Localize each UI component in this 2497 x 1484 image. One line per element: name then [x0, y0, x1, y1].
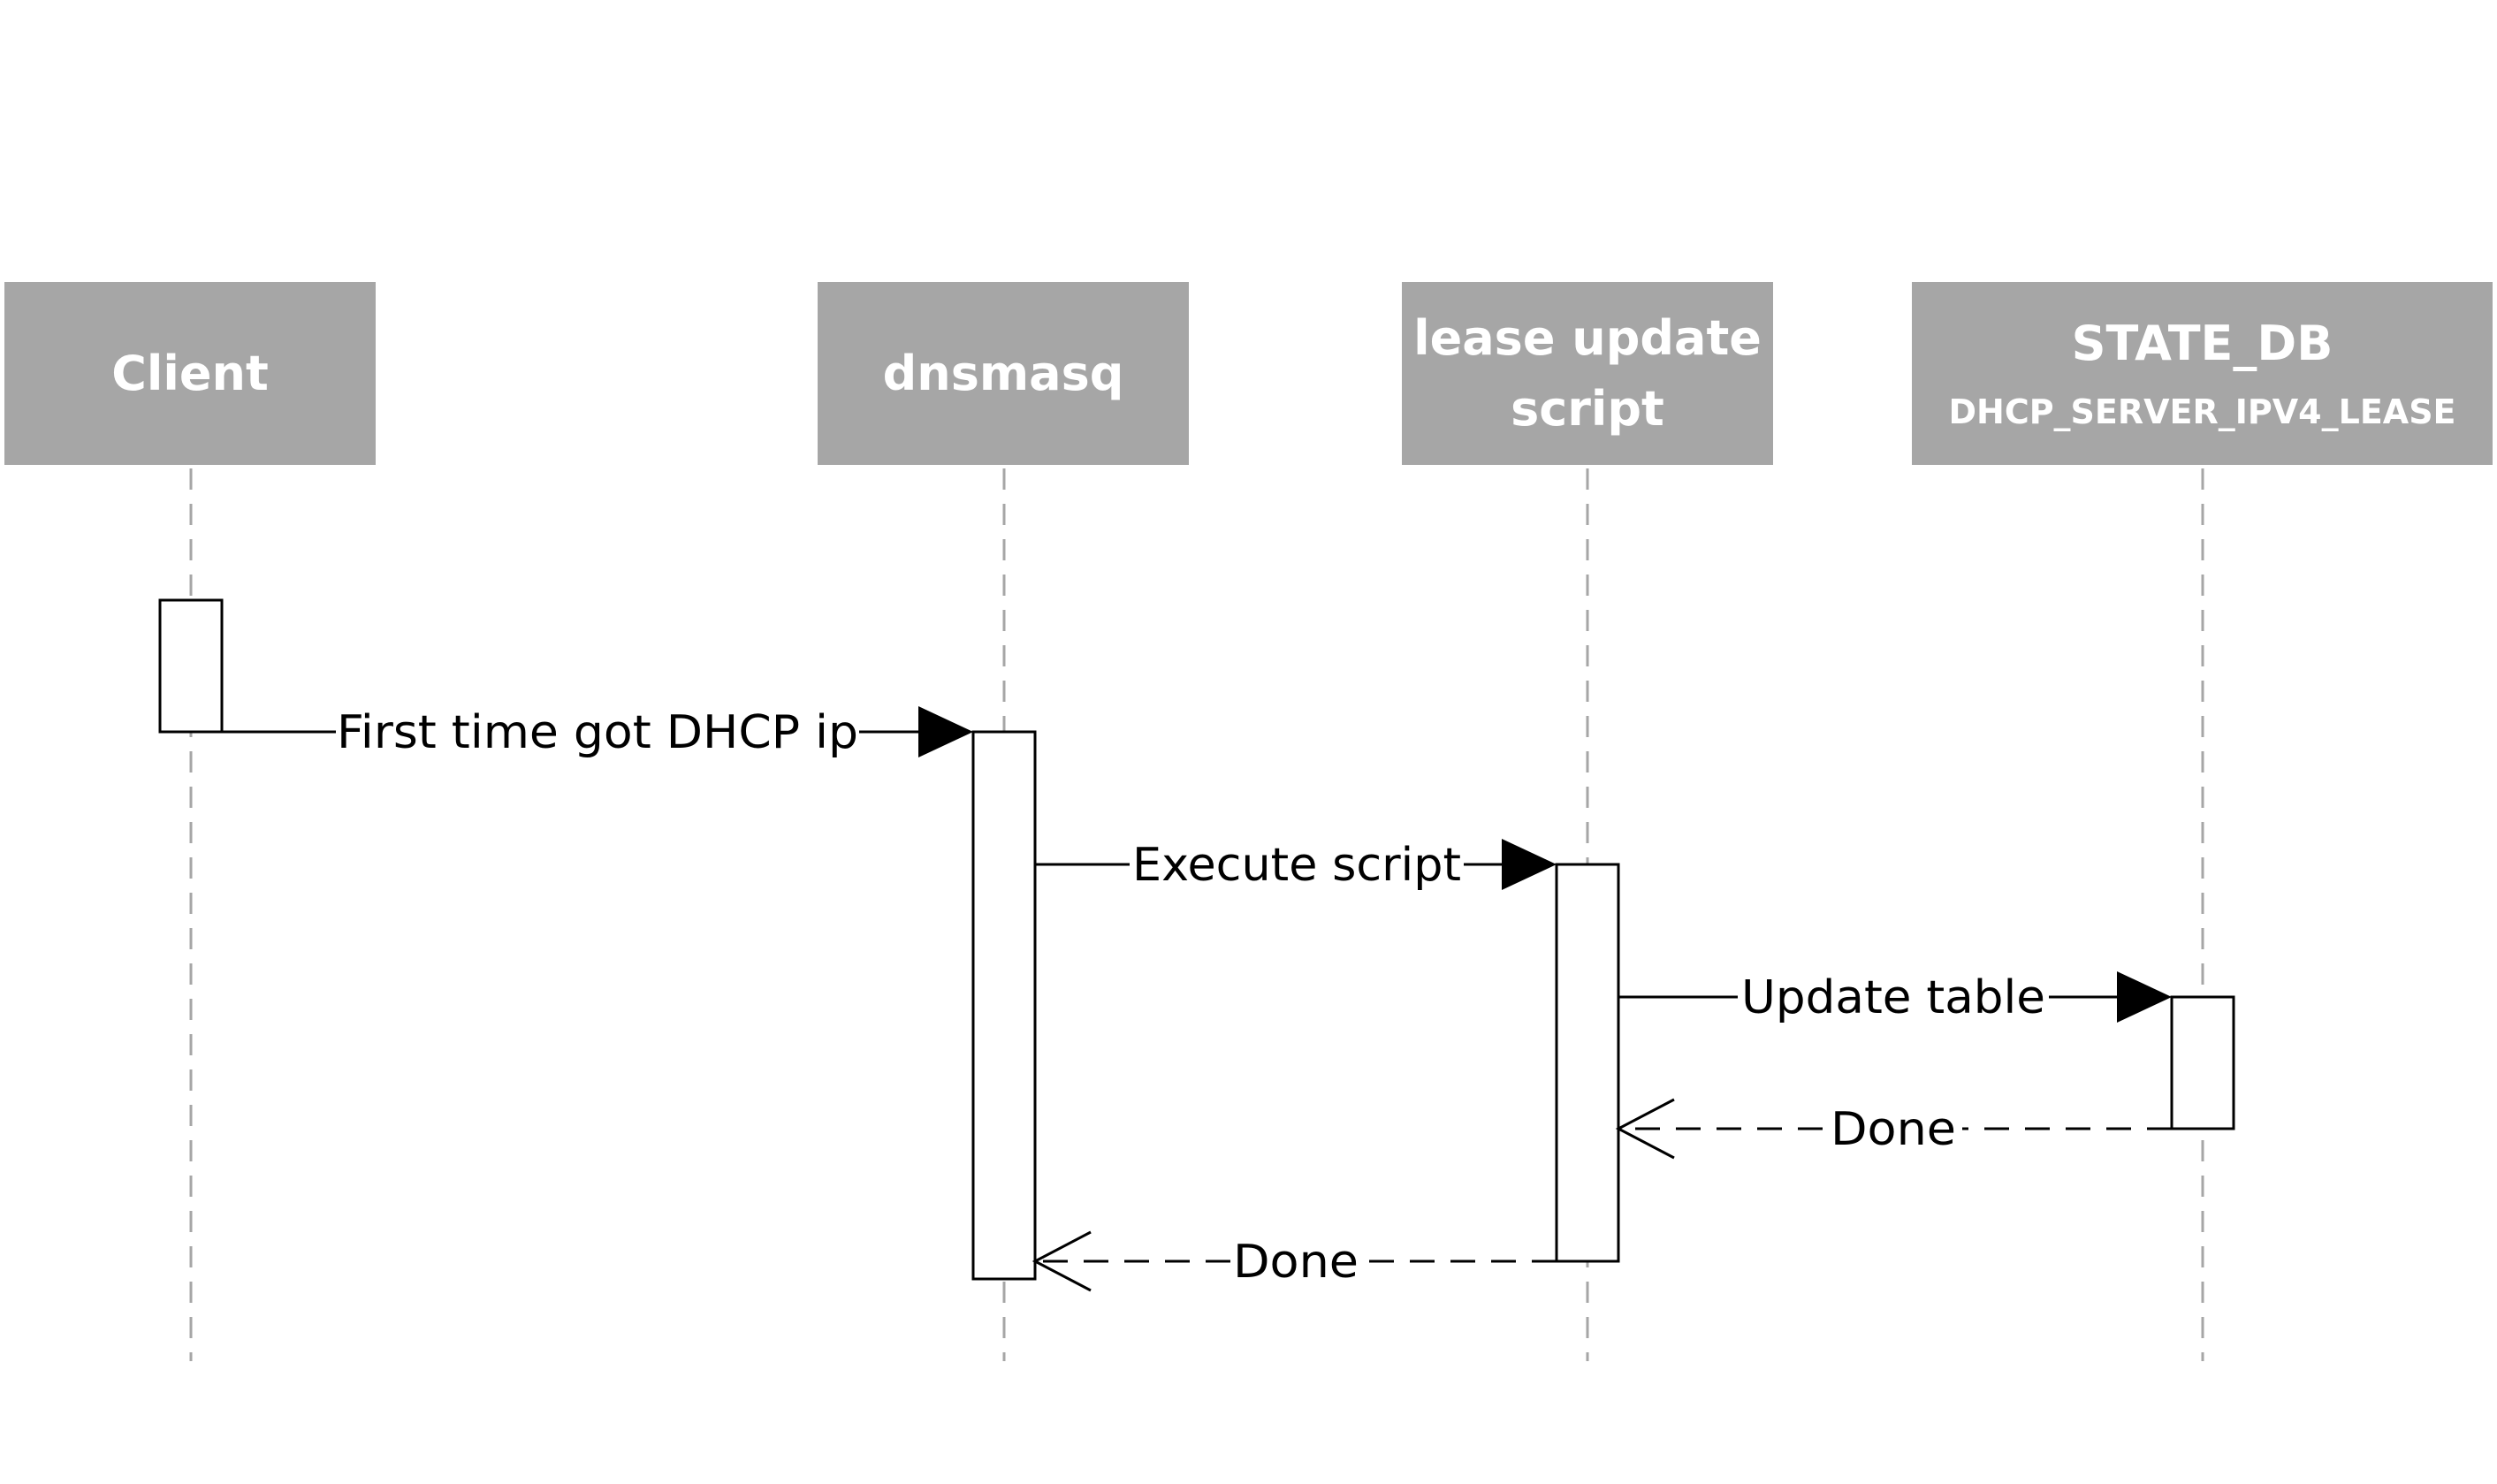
arrowhead-solid [1502, 839, 1557, 890]
message-label-first-dhcp-ip: First time got DHCP ip [337, 706, 858, 759]
participant-title: STATE_DB [2071, 315, 2333, 371]
arrowhead-solid [918, 706, 973, 757]
participant-title: dnsmasq [882, 345, 1124, 401]
message-done-state-db: Done [1615, 1098, 2172, 1160]
message-label-execute-script: Execute script [1132, 839, 1461, 892]
message-label-update-table: Update table [1741, 971, 2045, 1024]
participant-subtitle: DHCP_SERVER_IPV4_LEASE [1948, 392, 2456, 431]
participant-lease-update-script: lease update script [1402, 282, 1773, 465]
arrowhead-solid [2117, 971, 2172, 1023]
participant-title: Client [111, 345, 269, 401]
message-done-lease-script: Done [1032, 1230, 1557, 1292]
message-update-table: Update table [1618, 971, 2172, 1024]
message-first-dhcp-ip: First time got DHCP ip [222, 706, 973, 759]
participant-client: Client [4, 282, 376, 465]
message-execute-script: Execute script [1035, 839, 1557, 892]
participant-title: lease update script [1413, 309, 1762, 437]
activation-dnsmasq [971, 730, 1037, 1281]
participant-dnsmasq: dnsmasq [818, 282, 1189, 465]
message-label-done-lease-script: Done [1233, 1236, 1359, 1289]
message-label-done-state-db: Done [1831, 1103, 1956, 1156]
arrowhead-open [1032, 1230, 1092, 1292]
activation-lease-script [1555, 863, 1620, 1263]
activation-state-db [2170, 995, 2235, 1130]
participant-state-db: STATE_DB DHCP_SERVER_IPV4_LEASE [1912, 282, 2493, 465]
arrowhead-open [1615, 1098, 1675, 1160]
activation-client [158, 598, 224, 734]
